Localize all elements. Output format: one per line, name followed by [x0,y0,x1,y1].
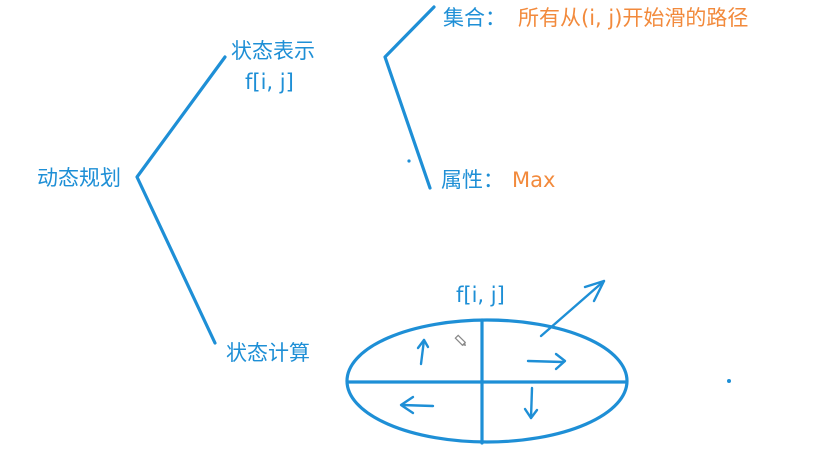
up-arrow-icon [416,338,430,366]
pencil-cursor-icon [454,334,467,347]
root-bracket [135,55,227,345]
state-computation-label: 状态计算 [226,341,310,365]
stray-dot [727,379,731,383]
set-value: 所有从(i, j)开始滑的路径 [518,6,749,30]
stray-dot [407,159,411,163]
left-arrow-icon [399,395,435,415]
right-arrow-icon [526,352,567,371]
attribute-row: 属性： Max [441,170,555,191]
attribute-value: Max [512,168,556,192]
diagonal-arrow-icon [539,279,606,338]
root-label: 动态规划 [37,166,121,190]
state-representation-notation: f[i, j] [245,70,294,94]
attribute-key: 属性： [441,168,504,192]
set-key: 集合： [443,6,506,30]
state-representation-label: 状态表示 [231,39,315,63]
down-arrow-icon [523,386,539,420]
set-row: 集合： 所有从(i, j)开始滑的路径 [443,8,748,29]
representation-bracket [383,5,436,190]
state-computation-notation: f[i, j] [456,283,505,307]
